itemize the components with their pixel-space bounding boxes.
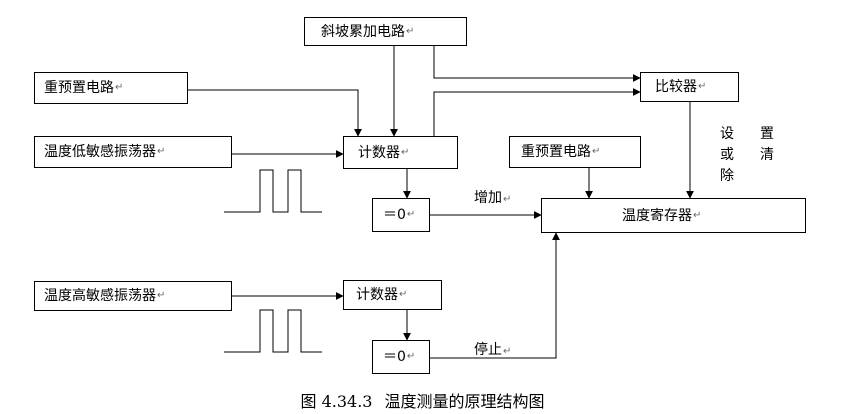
return-mark: ↵ bbox=[406, 209, 416, 220]
block-comparator: 比较器↵ bbox=[640, 72, 739, 102]
block-high-osc-label: 温度高敏感振荡器 bbox=[44, 288, 156, 304]
label-set-char-3: 除 bbox=[720, 168, 734, 184]
return-mark: ↵ bbox=[406, 351, 416, 362]
label-increment: 增加↵ bbox=[474, 187, 511, 207]
block-counter-top: 计数器↵ bbox=[343, 136, 458, 169]
block-ramp-accumulator: 斜坡累加电路↵ bbox=[304, 17, 467, 46]
block-comparator-label: 比较器 bbox=[655, 79, 697, 95]
return-mark: ↵ bbox=[503, 346, 512, 357]
return-mark: ↵ bbox=[406, 25, 415, 37]
block-preset-top-label: 重预置电路 bbox=[44, 80, 114, 96]
block-counter-top-label: 计数器 bbox=[358, 144, 400, 161]
block-zero-bottom-label: ＝0 bbox=[383, 349, 406, 365]
return-mark: ↵ bbox=[157, 290, 166, 301]
return-mark: ↵ bbox=[115, 82, 124, 93]
label-set-char-1: 设 bbox=[720, 126, 734, 142]
return-mark: ↵ bbox=[503, 194, 512, 205]
arrow-preset-to-counter bbox=[188, 89, 362, 137]
label-set-char-5: 清 bbox=[760, 147, 774, 163]
arrow-counter-to-comparator bbox=[433, 88, 641, 136]
figure-caption: 图 4.34.3 温度测量的原理结构图 bbox=[0, 388, 845, 412]
block-preset-mid: 重预置电路↵ bbox=[509, 136, 641, 168]
label-set-or-clear-col1: 设 或 除 bbox=[720, 123, 734, 186]
block-high-sensitivity-oscillator: 温度高敏感振荡器↵ bbox=[34, 281, 232, 311]
figure-title: 温度测量的原理结构图 bbox=[384, 392, 545, 411]
waveform-high bbox=[224, 309, 322, 353]
label-set-char-2: 或 bbox=[720, 147, 734, 163]
arrow-ramp-to-comparator bbox=[433, 44, 641, 82]
return-mark: ↵ bbox=[592, 146, 601, 157]
return-mark: ↵ bbox=[698, 81, 707, 92]
block-low-osc-label: 温度低敏感振荡器 bbox=[44, 144, 156, 160]
block-low-sensitivity-oscillator: 温度低敏感振荡器↵ bbox=[34, 136, 232, 168]
block-zero-check-bottom: ＝0↵ bbox=[372, 340, 430, 374]
block-ramp-accumulator-label: 斜坡累加电路 bbox=[321, 23, 405, 40]
return-mark: ↵ bbox=[401, 146, 410, 158]
label-set-char-4: 置 bbox=[760, 126, 774, 142]
block-temperature-register: 温度寄存器↵ bbox=[541, 198, 806, 233]
return-mark: ↵ bbox=[157, 146, 166, 157]
block-preset-mid-label: 重预置电路 bbox=[521, 144, 591, 160]
block-counter-bottom-label: 计数器 bbox=[356, 287, 398, 303]
arrow-zero-to-register-stop bbox=[430, 232, 560, 359]
figure-number: 图 4.34.3 bbox=[300, 392, 373, 411]
label-stop-text: 停止 bbox=[474, 342, 502, 358]
block-register-label: 温度寄存器 bbox=[622, 207, 692, 224]
return-mark: ↵ bbox=[693, 209, 702, 221]
block-zero-top-label: ＝0 bbox=[383, 207, 406, 223]
label-set-or-clear-col2: 置 清 bbox=[760, 123, 774, 165]
return-mark: ↵ bbox=[399, 289, 408, 300]
waveform-low bbox=[224, 169, 322, 213]
block-preset-top: 重预置电路↵ bbox=[34, 72, 188, 104]
block-counter-bottom: 计数器↵ bbox=[343, 280, 442, 310]
label-increment-text: 增加 bbox=[474, 190, 502, 206]
block-zero-check-top: ＝0↵ bbox=[372, 198, 430, 232]
label-stop: 停止↵ bbox=[474, 339, 511, 359]
